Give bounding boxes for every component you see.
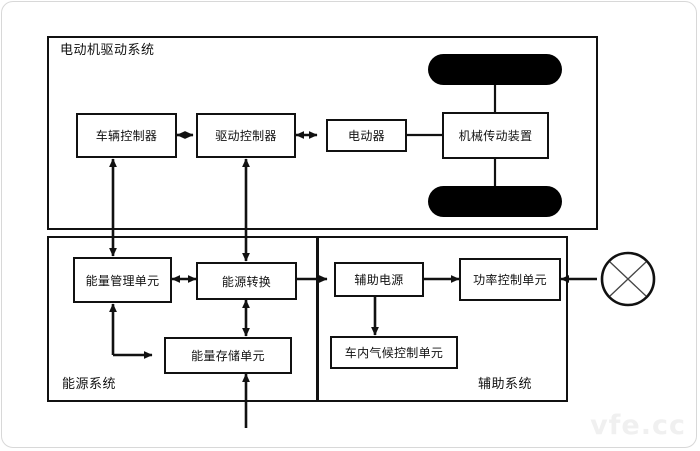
section-label-auxiliary-system: 辅助系统: [478, 377, 533, 392]
wheel-rear-icon: [428, 186, 562, 217]
node-power-control-unit[interactable]: 功率控制单元: [459, 258, 561, 301]
node-energy-storage-unit[interactable]: 能量存储单元: [164, 337, 292, 374]
node-energy-management-unit[interactable]: 能量管理单元: [73, 257, 172, 303]
node-auxiliary-power[interactable]: 辅助电源: [334, 262, 424, 297]
node-motor[interactable]: 电动器: [326, 119, 407, 152]
section-label-energy-system: 能源系统: [62, 377, 117, 392]
section-auxiliary-system: [317, 236, 568, 402]
node-cabin-climate-control-unit[interactable]: 车内气候控制单元: [330, 336, 458, 369]
wheel-front-icon: [428, 54, 562, 85]
section-label-motor-drive-system: 电动机驱动系统: [60, 43, 155, 58]
node-vehicle-controller[interactable]: 车辆控制器: [76, 113, 177, 158]
node-drive-controller[interactable]: 驱动控制器: [196, 113, 296, 158]
node-mechanical-transmission[interactable]: 机械传动装置: [442, 112, 549, 159]
watermark: vfe.cc: [590, 410, 686, 441]
external-source-symbol: [600, 251, 656, 307]
node-energy-conversion[interactable]: 能源转换: [196, 262, 297, 300]
section-motor-drive-system: [47, 36, 598, 230]
